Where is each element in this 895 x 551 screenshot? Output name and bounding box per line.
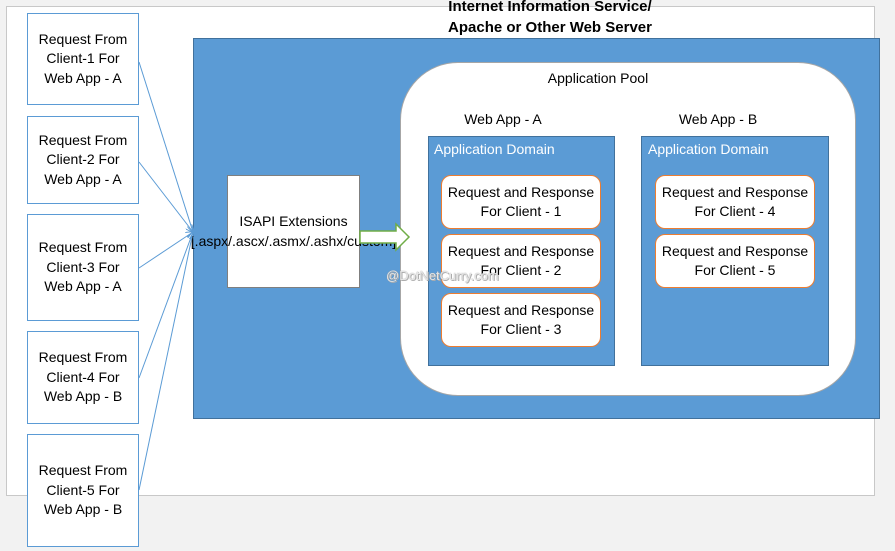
application-domain-b-label: Application Domain — [648, 141, 769, 157]
request-response-client-2: Request and Response For Client - 2 — [441, 234, 601, 288]
watermark: @DotNetCurry.com — [386, 268, 499, 283]
web-app-a-label: Web App - A — [464, 111, 542, 127]
client-request-box-3: Request From Client-3 For Web App - A — [27, 214, 139, 321]
application-domain-a-label: Application Domain — [434, 141, 555, 157]
request-response-client-5: Request and Response For Client - 5 — [655, 234, 815, 288]
client-request-box-4: Request From Client-4 For Web App - B — [27, 331, 139, 424]
client-request-box-2: Request From Client-2 For Web App - A — [27, 116, 139, 204]
request-response-client-1: Request and Response For Client - 1 — [441, 175, 601, 229]
isapi-to-pool-arrow — [359, 222, 411, 252]
web-server-title: Internet Information Service/ Apache or … — [448, 0, 652, 36]
client-3-arrow — [138, 232, 193, 269]
isapi-extensions-box: ISAPI Extensions [.aspx/.ascx/.asmx/.ash… — [191, 175, 396, 288]
client-1-arrow — [138, 61, 193, 232]
request-response-client-4: Request and Response For Client - 4 — [655, 175, 815, 229]
client-5-arrow — [138, 232, 193, 491]
client-request-box-5: Request From Client-5 For Web App - B — [27, 434, 139, 547]
client-4-arrow — [138, 232, 193, 379]
request-response-client-3: Request and Response For Client - 3 — [441, 293, 601, 347]
client-2-arrow — [138, 161, 193, 232]
client-request-box-1: Request From Client-1 For Web App - A — [27, 13, 139, 105]
web-app-b-label: Web App - B — [678, 111, 758, 127]
application-pool-label: Application Pool — [547, 70, 649, 86]
